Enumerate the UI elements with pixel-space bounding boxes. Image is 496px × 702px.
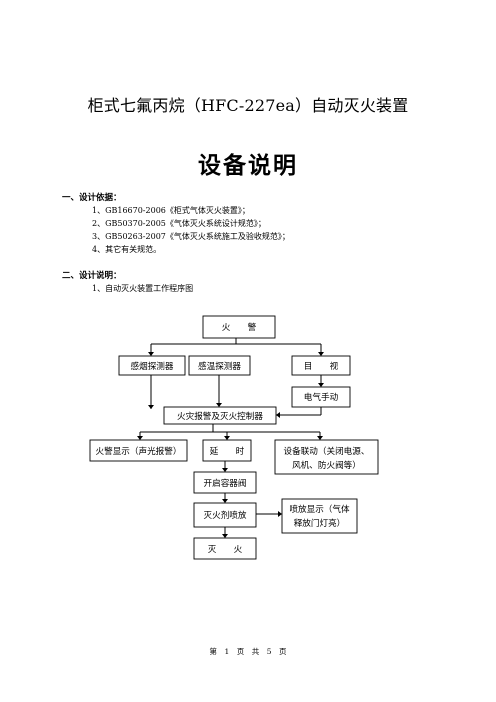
flow-arrowheads xyxy=(137,352,324,538)
box-equipment-linkage: 设备联动（关闭电源、 风机、防火阀等） xyxy=(274,439,379,475)
basis-item-3: 3、GB50263-2007《气体灭火系统施工及验收规范》； xyxy=(92,232,290,241)
document-title: 柜式七氟丙烷（HFC-227ea）自动灭火装置 xyxy=(87,96,409,115)
svg-text:灭火剂喷放: 灭火剂喷放 xyxy=(204,509,247,521)
box-alarm-display: 火警显示（声光报警） xyxy=(89,439,188,462)
box-agent-release: 灭火剂喷放 xyxy=(193,502,257,528)
svg-text:风机、防火阀等）: 风机、防火阀等） xyxy=(292,459,361,471)
svg-text:感烟探测器: 感烟探测器 xyxy=(131,360,174,372)
basis-item-4: 4、其它有关规范。 xyxy=(92,245,162,254)
svg-text:火灾报警及灭火控制器: 火灾报警及灭火控制器 xyxy=(177,410,263,422)
section-heading-design-notes: 二、设计说明： xyxy=(62,271,122,281)
box-smoke-detector: 感烟探测器 xyxy=(118,355,186,376)
svg-text:开启容器阀: 开启容器阀 xyxy=(204,477,247,489)
box-alarm-controller: 火灾报警及灭火控制器 xyxy=(163,406,277,425)
box-release-display: 喷放显示（气体 释放门灯亮） xyxy=(281,498,358,534)
svg-text:释放门灯亮）: 释放门灯亮） xyxy=(294,517,346,529)
svg-text:设备联动（关闭电源、: 设备联动（关闭电源、 xyxy=(284,445,370,457)
basis-item-2: 2、GB50370-2005《气体灭火系统设计规范》； xyxy=(92,219,266,228)
notes-item-1: 1、自动灭火装置工作程序图 xyxy=(92,284,194,293)
document-subtitle: 设备说明 xyxy=(198,153,298,179)
box-temperature-detector: 感温探测器 xyxy=(188,355,251,376)
box-open-container-valve: 开启容器阀 xyxy=(193,471,257,494)
box-visual-observation: 目 视 xyxy=(291,355,351,376)
svg-text:火警显示（声光报警）: 火警显示（声光报警） xyxy=(96,445,182,457)
box-extinguish: 灭 火 xyxy=(193,537,257,560)
svg-text:电气手动: 电气手动 xyxy=(304,391,339,403)
box-delay: 延 时 xyxy=(202,439,252,462)
page-footer: 第 1 页 共 5 页 xyxy=(209,647,287,656)
svg-text:喷放显示（气体: 喷放显示（气体 xyxy=(289,503,350,515)
box-fire-alarm: 火 警 xyxy=(202,315,276,339)
svg-text:感温探测器: 感温探测器 xyxy=(198,360,241,372)
svg-text:目 视: 目 视 xyxy=(304,360,339,372)
basis-item-1: 1、GB16670-2006《柜式气体灭火装置》； xyxy=(92,206,250,215)
box-electric-manual: 电气手动 xyxy=(291,386,351,408)
svg-text:灭 火: 灭 火 xyxy=(208,544,243,555)
section-heading-design-basis: 一、设计依据： xyxy=(62,193,122,203)
svg-text:延 时: 延 时 xyxy=(210,445,245,457)
svg-text:火 警: 火 警 xyxy=(222,321,257,333)
